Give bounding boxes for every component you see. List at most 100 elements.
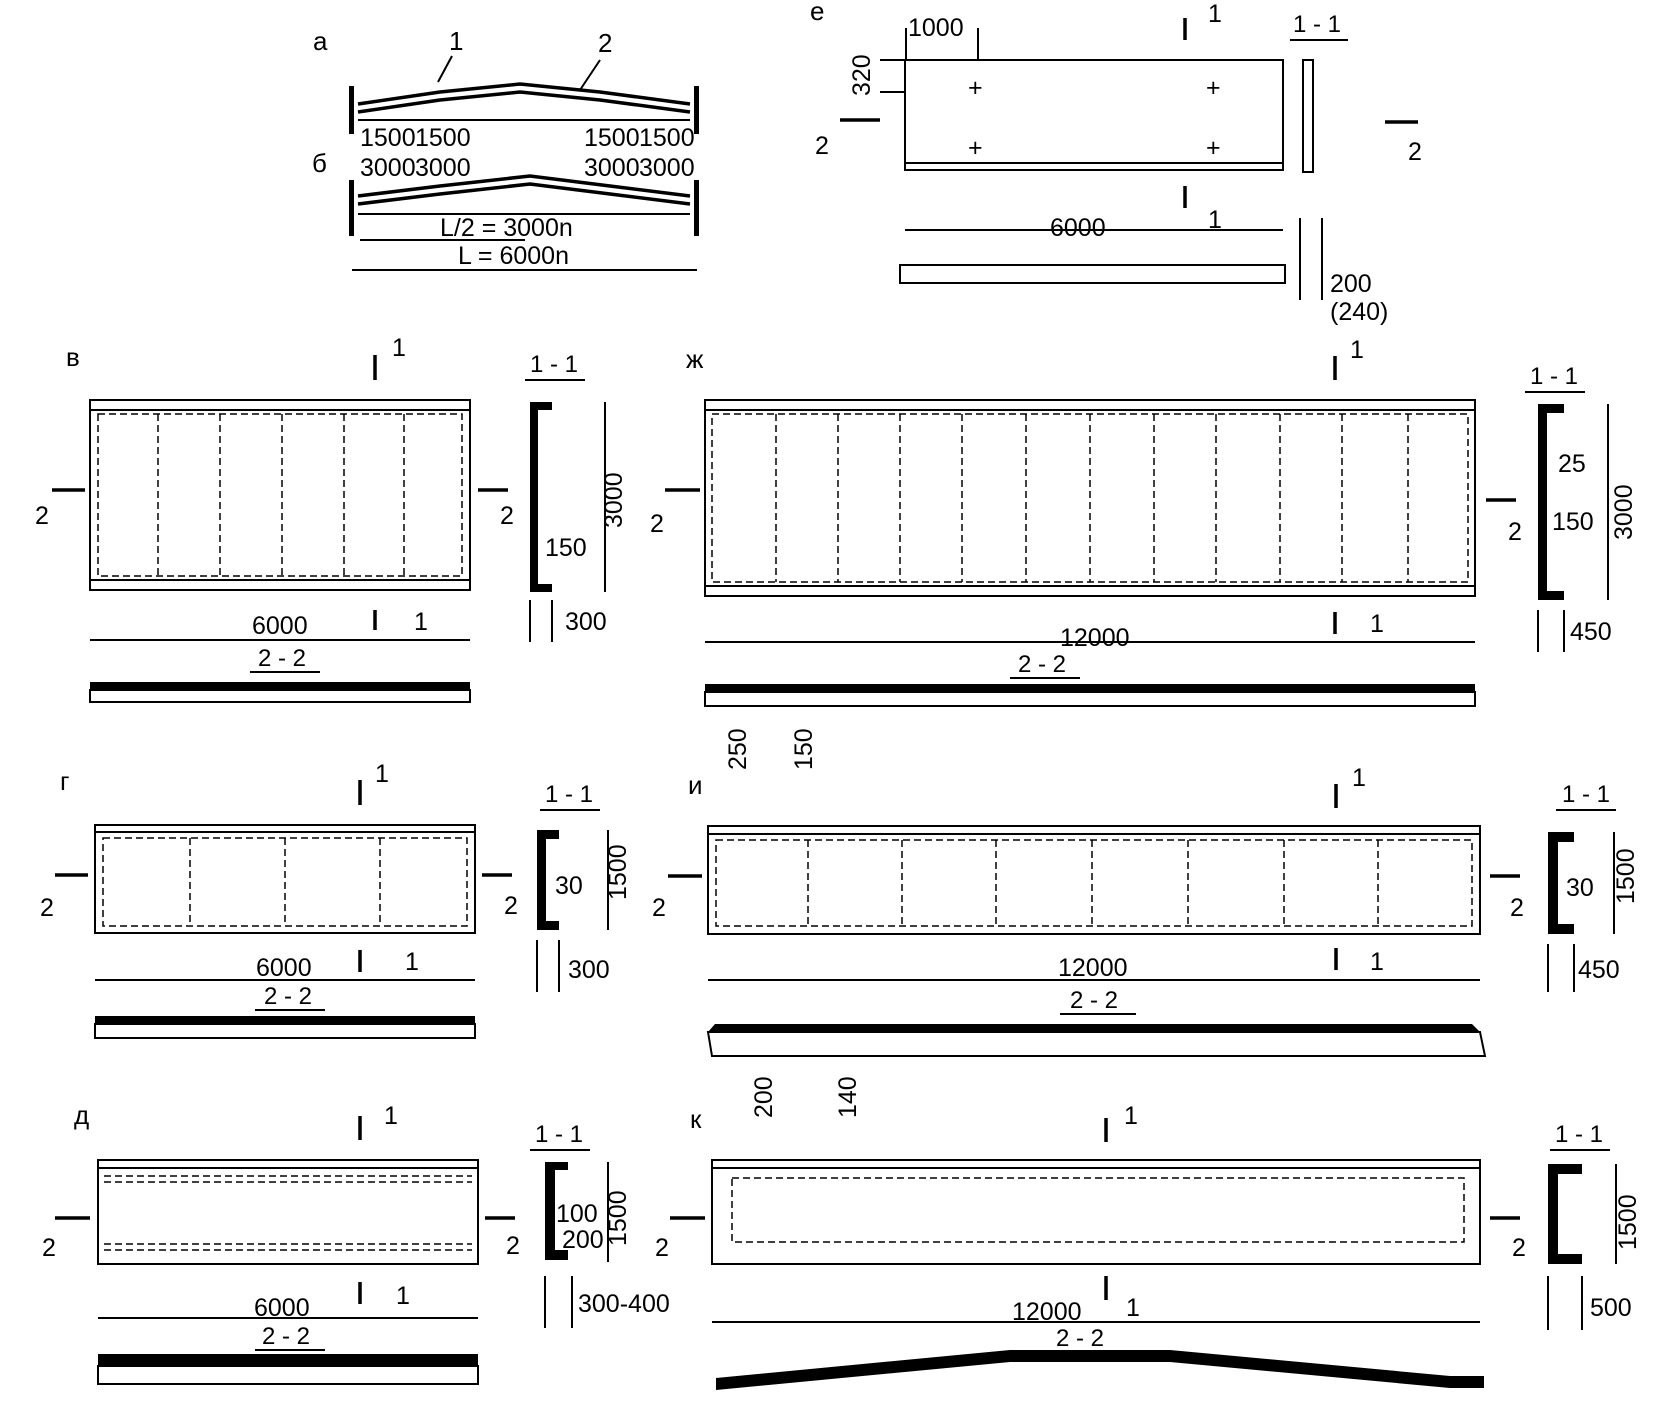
slab-elevation [899,264,1286,284]
panel-i: и 1 1 2 2 12000 2 - 2 200 140 1 - 1 30 1… [652,764,1640,1118]
roof-line-lower [357,182,691,206]
panel-label-i: и [688,770,703,800]
dim-12000: 12000 [1058,954,1128,982]
panel-label-e: е [810,0,824,26]
section-mark-2: 2 [652,894,666,922]
section-mark-1: 1 [1124,1102,1138,1130]
section-2-2-title: 2 - 2 [258,645,306,672]
section-2-2-profile [716,1350,1484,1390]
dim-3000: 3000 [584,154,640,182]
dim-100: 100 [556,1200,598,1228]
section-mark-2: 2 [655,1234,669,1262]
section-mark-1: 1 [1350,336,1364,364]
section-mark-2: 2 [35,502,49,530]
section-2-2-title: 2 - 2 [1070,987,1118,1014]
dim-450: 450 [1570,618,1612,646]
dim-30: 30 [555,872,583,900]
panel-label-a: а [313,26,328,56]
column-left [349,180,354,236]
section-mark-1: 1 [396,1282,410,1310]
dim-300: 300 [565,608,607,636]
column-right [694,180,699,236]
section-2-2-title: 2 - 2 [1056,1325,1104,1352]
section-flange [1548,1254,1582,1264]
dim-200: 200 [562,1226,604,1254]
section-1-1-title: 1 - 1 [1530,363,1578,390]
slab-plan [94,824,476,934]
section-mark-2: 2 [40,894,54,922]
dim-500: 500 [1590,1294,1632,1322]
dim-150: 150 [790,728,818,770]
callout-2: 2 [598,28,612,58]
section-mark-1: 1 [1208,0,1222,28]
section-mark-2: 2 [1510,894,1524,922]
section-mark-2: 2 [504,892,518,920]
dim-150: 150 [1552,508,1594,536]
section-2-2-title: 2 - 2 [264,983,312,1010]
section-1-1-title: 1 - 1 [530,351,578,378]
section-2-2-hatched [98,1354,478,1366]
section-flange [1548,1164,1582,1174]
section-profile [1302,59,1314,173]
panel-v: в 1 1 2 2 6000 2 - 2 1 - 1 150 3000 300 [35,334,628,703]
section-mark-1: 1 [384,1102,398,1130]
section-2-2-body [89,689,471,703]
panel-b: б 3000 3000 3000 3000 L/2 = 3000n L = 60… [312,148,699,271]
roof-line-lower [357,90,691,114]
section-mark-1: 1 [392,334,406,362]
slab-plan [711,1159,1481,1265]
panel-label-g: г [60,766,69,796]
section-1-1-title: 1 - 1 [545,781,593,808]
leader-2 [579,59,601,91]
plus-mark: + [968,134,983,162]
dim-1500: 1500 [584,124,640,152]
section-mark-2: 2 [42,1234,56,1262]
dim-12000: 12000 [1060,624,1130,652]
section-profile [537,830,546,930]
section-2-2-body [97,1365,479,1385]
dim-1500: 1500 [360,124,416,152]
section-2-2-title: 2 - 2 [262,1323,310,1350]
rib-outline [731,1177,1465,1243]
section-mark-1: 1 [1352,764,1366,792]
section-2-2-flange [90,682,470,690]
dim-3000: 3000 [1610,484,1638,540]
panel-label-zh: ж [686,344,704,374]
section-1-1-title: 1 - 1 [1293,11,1341,38]
section-mark-1: 1 [405,948,419,976]
dim-3000: 3000 [360,154,416,182]
dim-1500: 1500 [639,124,695,152]
roof-line [357,82,691,106]
panel-label-d: д [74,1100,89,1130]
section-mark-1: 1 [1126,1294,1140,1322]
dim-140: 140 [834,1076,862,1118]
panel-g: г 1 1 2 2 6000 2 - 2 1 - 1 30 1500 300 [40,760,632,1039]
slab-plan [89,399,471,591]
section-1-1-title: 1 - 1 [1562,781,1610,808]
section-mark-2: 2 [650,510,664,538]
slab-plan [97,1159,479,1265]
section-2-2-title: 2 - 2 [1018,651,1066,678]
section-mark-1: 1 [414,608,428,636]
roof-line [357,174,691,198]
rib-outline [715,839,1473,927]
dim-6000: 6000 [1050,214,1106,242]
panel-label-v: в [66,342,80,372]
dim-span: L = 6000n [458,242,569,270]
plus-mark: + [968,74,983,102]
section-2-2-flange [708,1024,1480,1032]
dim-300: 300 [568,956,610,984]
panel-e: е 1000 320 + + + + 1 1 2 2 6000 1 - 1 20… [810,0,1422,326]
section-profile [1548,832,1558,934]
section-profile [545,1162,568,1260]
callout-1: 1 [449,26,463,56]
dim-6000: 6000 [252,612,308,640]
section-1-1-title: 1 - 1 [535,1121,583,1148]
dim-3000: 3000 [415,154,471,182]
dim-200: 200 [750,1076,778,1118]
section-mark-1: 1 [1370,610,1384,638]
section-2-2-body [94,1023,476,1039]
panel-a: а 1 2 1500 1500 1500 1500 [313,26,699,152]
section-profile [1548,1164,1558,1264]
